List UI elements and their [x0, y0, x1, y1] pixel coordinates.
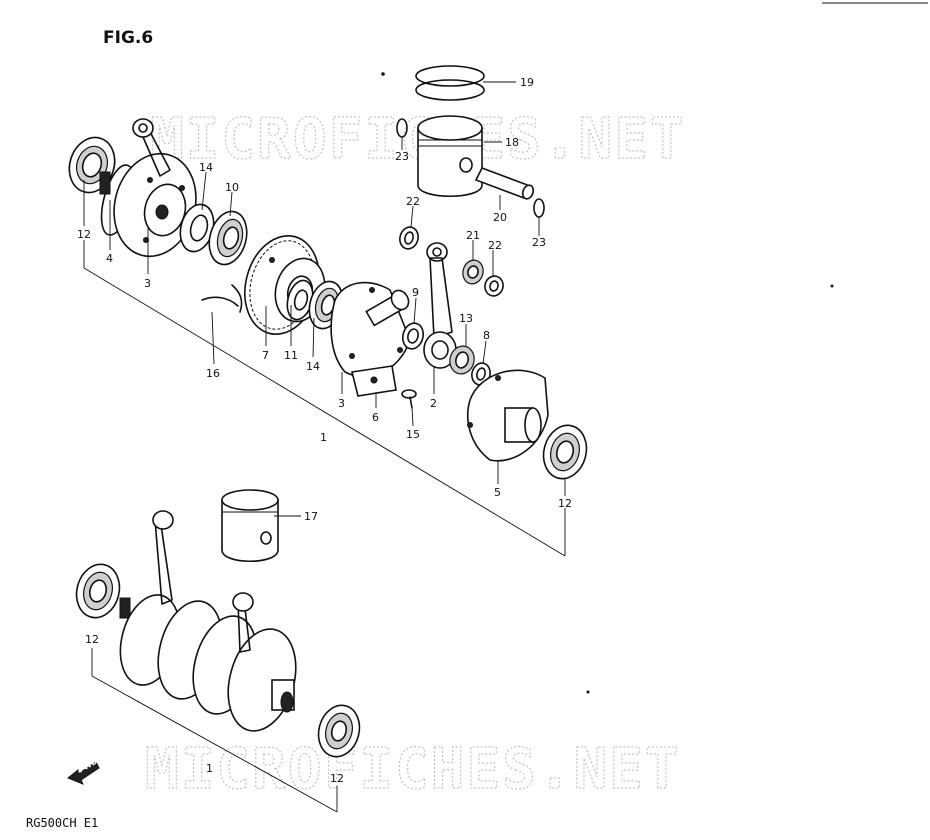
- needle-bearing-13: [449, 345, 475, 375]
- connecting-rod-left: [132, 118, 171, 177]
- label-18: 18: [505, 136, 519, 149]
- label-15: 15: [406, 428, 420, 441]
- label-8: 8: [483, 329, 490, 342]
- label-21: 21: [466, 229, 480, 242]
- label-3-mid: 3: [338, 397, 345, 410]
- label-6: 6: [372, 411, 379, 424]
- scan-dots: [381, 72, 834, 694]
- label-12-lower-left: 12: [85, 633, 99, 646]
- bearing-10: [208, 210, 248, 266]
- connecting-rod-2: [423, 242, 457, 369]
- crankshaft-assembly-1-lower: [119, 510, 297, 732]
- label-22-right: 22: [488, 239, 502, 252]
- label-23-left: 23: [395, 150, 409, 163]
- label-3-left: 3: [144, 277, 151, 290]
- label-20: 20: [493, 211, 507, 224]
- label-12-upper-right: 12: [558, 497, 572, 510]
- watermark-bottom: MICROFICHES.NET: [145, 737, 681, 802]
- piston-pin-20: [474, 166, 535, 200]
- label-1-lower: 1: [206, 762, 213, 775]
- label-14-mid: 14: [306, 360, 320, 373]
- figure-title: FIG.6: [103, 28, 153, 48]
- circlip-23-right: [533, 198, 545, 218]
- label-2: 2: [430, 397, 437, 410]
- label-13: 13: [459, 312, 473, 325]
- label-16: 16: [206, 367, 220, 380]
- needle-bearing-21: [462, 259, 484, 285]
- label-7: 7: [262, 349, 269, 362]
- crank-web-3-mid: [330, 281, 411, 378]
- label-11: 11: [284, 349, 298, 362]
- label-14-left: 14: [199, 161, 213, 174]
- plate-6: [351, 365, 397, 397]
- washer-22-right: [484, 275, 504, 297]
- washer-22-left: [399, 226, 419, 250]
- assembly-bracket-upper: [83, 240, 566, 557]
- model-code: RG500CH E1: [26, 816, 98, 830]
- washer-9: [401, 322, 425, 350]
- watermark-top: MICROFICHES.NET: [150, 107, 686, 172]
- label-12-lower-right: 12: [330, 772, 344, 785]
- label-17: 17: [304, 510, 318, 523]
- label-10: 10: [225, 181, 239, 194]
- label-12-upper-left: 12: [77, 228, 91, 241]
- crank-web-5: [467, 369, 549, 462]
- assembly-bracket-lower: [91, 648, 338, 813]
- piston-rings-19: [415, 65, 485, 101]
- piston-17: [221, 489, 279, 563]
- callout-labels: 19 18 23 20 23 22 21 22 12 4 3 14 10 16 …: [77, 76, 572, 785]
- label-23-right: 23: [532, 236, 546, 249]
- snap-ring-16: [201, 284, 243, 313]
- screw-15: [401, 389, 417, 409]
- label-19: 19: [520, 76, 534, 89]
- oil-seal-12-lower-left: [75, 563, 121, 619]
- label-22-left: 22: [406, 195, 420, 208]
- label-4: 4: [106, 252, 113, 265]
- piston-18: [417, 115, 483, 198]
- label-5: 5: [494, 486, 501, 499]
- forward-arrow-icon: FWD: [67, 756, 100, 785]
- leader-lines: [83, 81, 566, 517]
- oil-seal-12-upper-right: [542, 424, 588, 480]
- oil-seal-12-lower-right: [317, 704, 361, 758]
- label-9: 9: [412, 286, 419, 299]
- label-1-upper: 1: [320, 431, 327, 444]
- bearing-14-left: [179, 203, 215, 253]
